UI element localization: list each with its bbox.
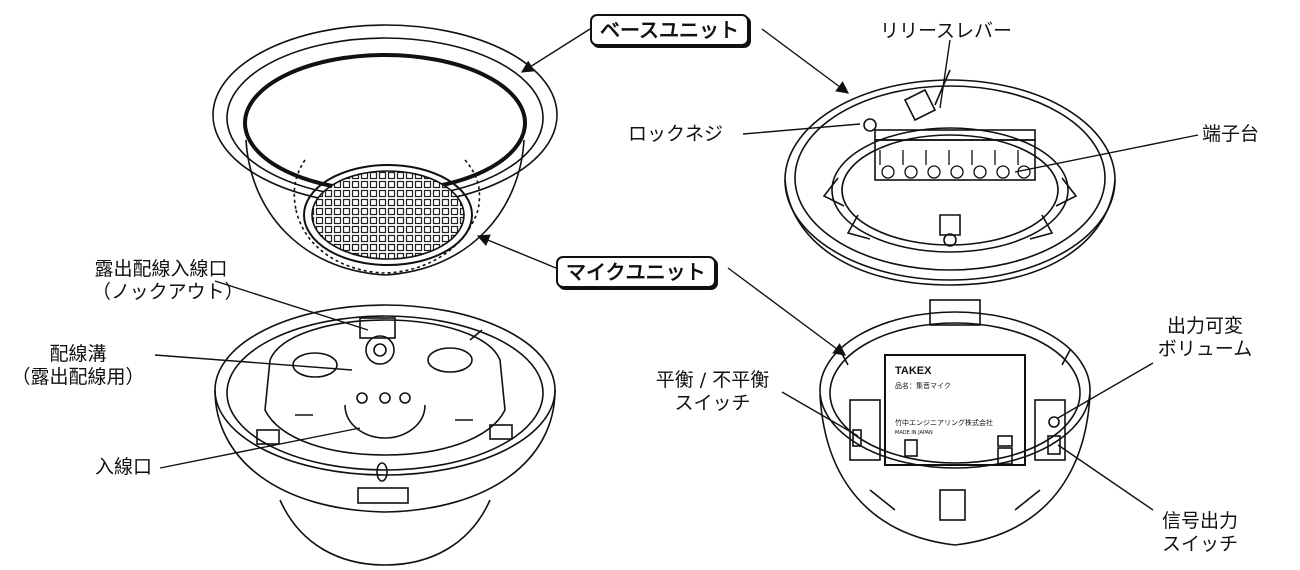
signal-output-label: 信号出力 スイッチ bbox=[1150, 510, 1250, 556]
release-lever-label: リリースレバー bbox=[880, 20, 1013, 42]
balance-switch-label: 平衡 / 不平衡 スイッチ bbox=[640, 369, 785, 415]
lock-screw-label: ロックネジ bbox=[628, 123, 724, 145]
signal-output-line1: 信号出力 bbox=[1161, 510, 1238, 532]
output-volume-label: 出力可変 ボリューム bbox=[1150, 315, 1260, 361]
wire-inlet-label: 入線口 bbox=[95, 456, 153, 478]
wiring-groove-line2: （露出配線用） bbox=[11, 366, 145, 388]
mic-unit-drawing bbox=[819, 299, 1091, 546]
nameplate-brand: TAKEX bbox=[895, 365, 932, 377]
wiring-groove-line1: 配線溝 bbox=[49, 343, 107, 365]
balance-switch-line1: 平衡 / 不平衡 bbox=[655, 369, 770, 391]
signal-output-line2: スイッチ bbox=[1161, 533, 1238, 555]
wiring-groove-label: 配線溝 （露出配線用） bbox=[0, 343, 156, 389]
base-unit-callout: ベースユニット bbox=[590, 14, 749, 46]
nameplate-maker: 竹中エンジニアリング株式会社 bbox=[895, 418, 993, 427]
mic-unit-callout: マイクユニット bbox=[556, 256, 716, 288]
base-plate-drawing bbox=[214, 304, 556, 566]
assembled-unit-drawing bbox=[212, 24, 558, 276]
exposed-entry-label: 露出配線入線口 （ノックアウト） bbox=[92, 258, 244, 304]
leader-lines bbox=[154, 28, 1199, 511]
base-unit-drawing bbox=[784, 69, 1116, 286]
exposed-entry-line1: 露出配線入線口 bbox=[94, 258, 228, 280]
device-nameplate: TAKEX 品名：集音マイク 竹中エンジニアリング株式会社 MADE IN JA… bbox=[895, 365, 993, 436]
exposed-entry-line2: （ノックアウト） bbox=[92, 281, 244, 303]
terminal-block-label: 端子台 bbox=[1202, 123, 1260, 145]
nameplate-product: 品名：集音マイク bbox=[895, 381, 951, 390]
output-volume-line2: ボリューム bbox=[1157, 338, 1253, 360]
balance-switch-line2: スイッチ bbox=[674, 392, 751, 414]
nameplate-origin: MADE IN JAPAN bbox=[895, 430, 933, 436]
output-volume-line1: 出力可変 bbox=[1166, 315, 1243, 337]
